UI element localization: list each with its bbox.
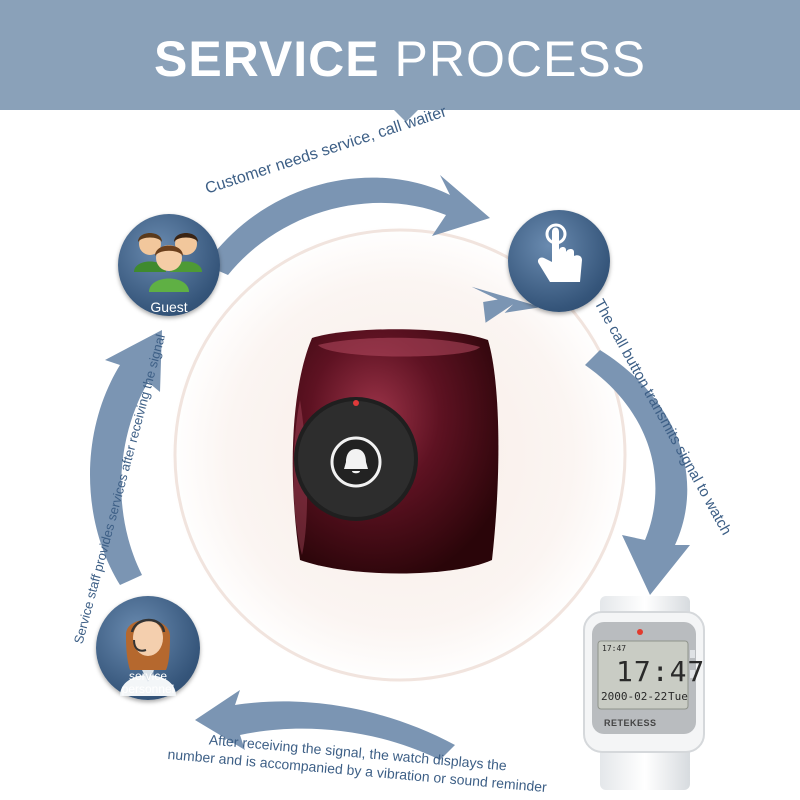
waitress-headset-icon (120, 618, 176, 696)
guest-label: Guest (150, 299, 188, 315)
service-staff-label-line1: service (128, 669, 167, 683)
arrow-right (585, 350, 690, 595)
arrow-into-device (471, 286, 542, 323)
watch-time: 17:47 (616, 655, 706, 688)
guest-group-icon (134, 233, 202, 292)
page-title: SERVICE PROCESS (0, 30, 800, 88)
center-ring (173, 228, 627, 682)
service-staff-label-line2: personnel (121, 682, 175, 696)
watch-brand: RETEKESS (604, 718, 657, 728)
service-staff-node (96, 596, 200, 700)
arrow-bottom (195, 690, 455, 760)
watch-day: Tue (668, 690, 688, 703)
hand-press-icon (537, 223, 582, 282)
call-button-device (292, 329, 499, 574)
header-notch (392, 108, 420, 122)
title-bold: SERVICE (153, 31, 380, 87)
bell-icon (344, 449, 368, 474)
arrow-top (205, 175, 490, 275)
pager-watch (583, 596, 705, 790)
call-button-node (508, 210, 610, 312)
header-banner (0, 0, 800, 110)
title-light: PROCESS (394, 31, 647, 87)
watch-date: 2000-02-22 (601, 690, 668, 703)
guest-node (118, 214, 220, 316)
arrow-left (90, 330, 162, 585)
watch-top-time: 17:47 (602, 644, 627, 653)
